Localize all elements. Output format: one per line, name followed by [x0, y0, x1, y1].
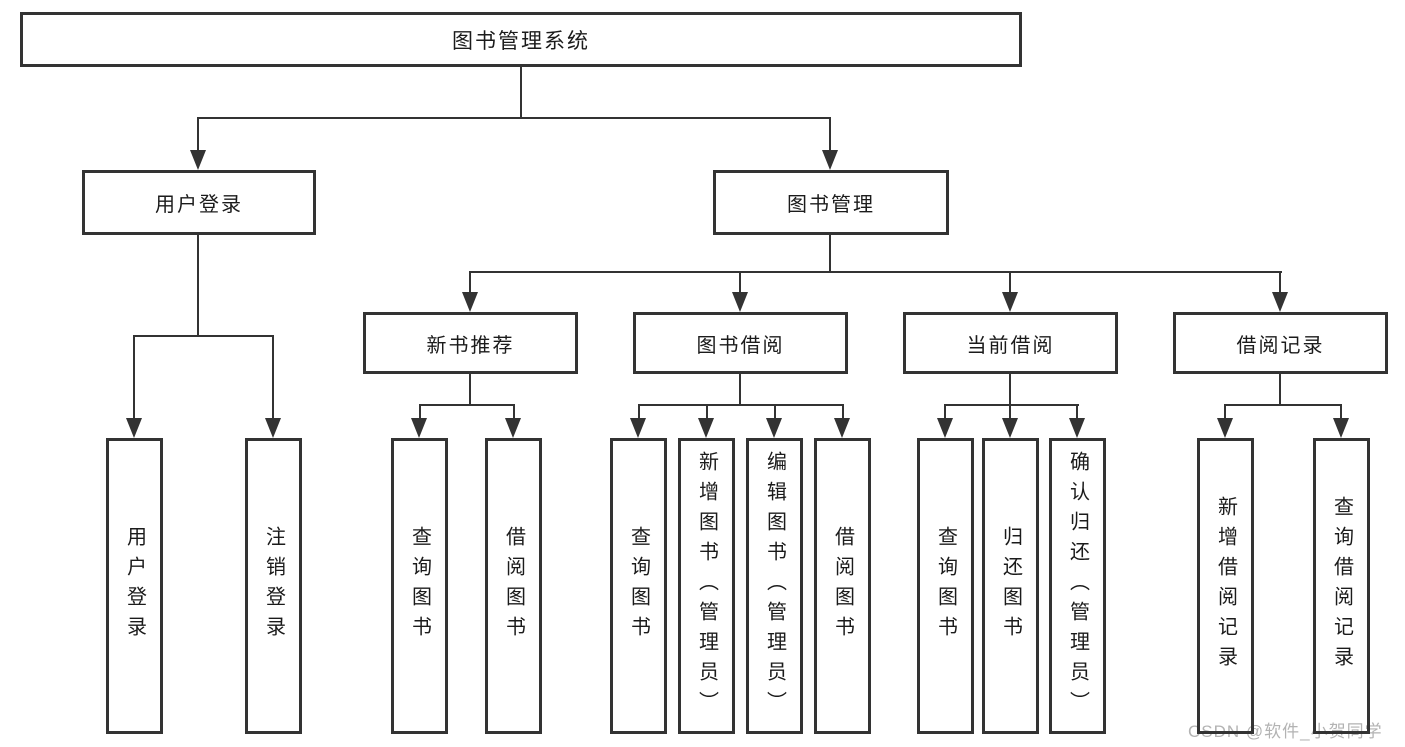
- arrow-down-icon: [630, 418, 646, 438]
- connector-line: [469, 271, 471, 296]
- connector-line: [1009, 271, 1011, 296]
- connector-line: [944, 404, 946, 421]
- connector-line: [1279, 373, 1281, 406]
- leaf-borrowing-borrow-books: 借阅图书: [814, 438, 871, 734]
- connector-line: [1340, 404, 1342, 421]
- leaf-borrowing-query-books: 查询图书: [610, 438, 667, 734]
- leaf-current-return-books: 归还图书: [982, 438, 1039, 734]
- watermark: CSDN @软件_小贺同学: [1188, 722, 1383, 741]
- connector-line: [944, 404, 1079, 406]
- leaf-borrowing-edit-books-admin: 编辑图书（管理员）: [746, 438, 803, 734]
- connector-line: [739, 373, 741, 406]
- leaf-records-query-record: 查询借阅记录: [1313, 438, 1370, 734]
- connector-line: [133, 335, 135, 420]
- connector-line: [842, 404, 844, 421]
- arrow-down-icon: [126, 418, 142, 438]
- node-library-management-system: 图书管理系统: [20, 12, 1022, 67]
- connector-line: [1076, 404, 1078, 421]
- connector-line: [197, 117, 831, 119]
- leaf-current-query-books: 查询图书: [917, 438, 974, 734]
- connector-line: [419, 404, 421, 421]
- leaf-records-add-record: 新增借阅记录: [1197, 438, 1254, 734]
- node-borrowing-records: 借阅记录: [1173, 312, 1388, 374]
- connector-line: [197, 233, 199, 337]
- arrow-down-icon: [766, 418, 782, 438]
- connector-line: [1279, 271, 1281, 296]
- connector-line: [520, 67, 522, 119]
- connector-line: [1009, 404, 1011, 421]
- connector-line: [1009, 373, 1011, 406]
- leaf-user-login: 用户登录: [106, 438, 163, 734]
- arrow-down-icon: [265, 418, 281, 438]
- node-current-borrowing: 当前借阅: [903, 312, 1118, 374]
- arrow-down-icon: [411, 418, 427, 438]
- arrow-down-icon: [1002, 418, 1018, 438]
- connector-line: [469, 271, 1282, 273]
- arrow-down-icon: [834, 418, 850, 438]
- connector-line: [774, 404, 776, 421]
- node-book-borrowing: 图书借阅: [633, 312, 848, 374]
- arrow-down-icon: [462, 292, 478, 312]
- connector-line: [638, 404, 640, 421]
- arrow-down-icon: [732, 292, 748, 312]
- arrow-down-icon: [1272, 292, 1288, 312]
- connector-line: [829, 117, 831, 153]
- arrow-down-icon: [190, 150, 206, 170]
- arrow-down-icon: [505, 418, 521, 438]
- connector-line: [739, 271, 741, 296]
- arrow-down-icon: [1217, 418, 1233, 438]
- leaf-recommend-borrow-books: 借阅图书: [485, 438, 542, 734]
- leaf-current-confirm-return-admin: 确认归还（管理员）: [1049, 438, 1106, 734]
- connector-line: [829, 233, 831, 273]
- connector-line: [1224, 404, 1226, 421]
- connector-line: [133, 335, 274, 337]
- arrow-down-icon: [1002, 292, 1018, 312]
- arrow-down-icon: [822, 150, 838, 170]
- connector-line: [638, 404, 844, 406]
- arrow-down-icon: [698, 418, 714, 438]
- node-new-book-recommendation: 新书推荐: [363, 312, 578, 374]
- arrow-down-icon: [937, 418, 953, 438]
- arrow-down-icon: [1333, 418, 1349, 438]
- arrow-down-icon: [1069, 418, 1085, 438]
- connector-line: [419, 404, 515, 406]
- connector-line: [513, 404, 515, 421]
- node-user-login: 用户登录: [82, 170, 316, 235]
- node-book-management: 图书管理: [713, 170, 949, 235]
- connector-line: [469, 373, 471, 406]
- connector-line: [706, 404, 708, 421]
- connector-line: [197, 117, 199, 153]
- leaf-borrowing-add-books-admin: 新增图书（管理员）: [678, 438, 735, 734]
- leaf-recommend-query-books: 查询图书: [391, 438, 448, 734]
- connector-line: [272, 335, 274, 420]
- connector-line: [1225, 404, 1342, 406]
- leaf-logout: 注销登录: [245, 438, 302, 734]
